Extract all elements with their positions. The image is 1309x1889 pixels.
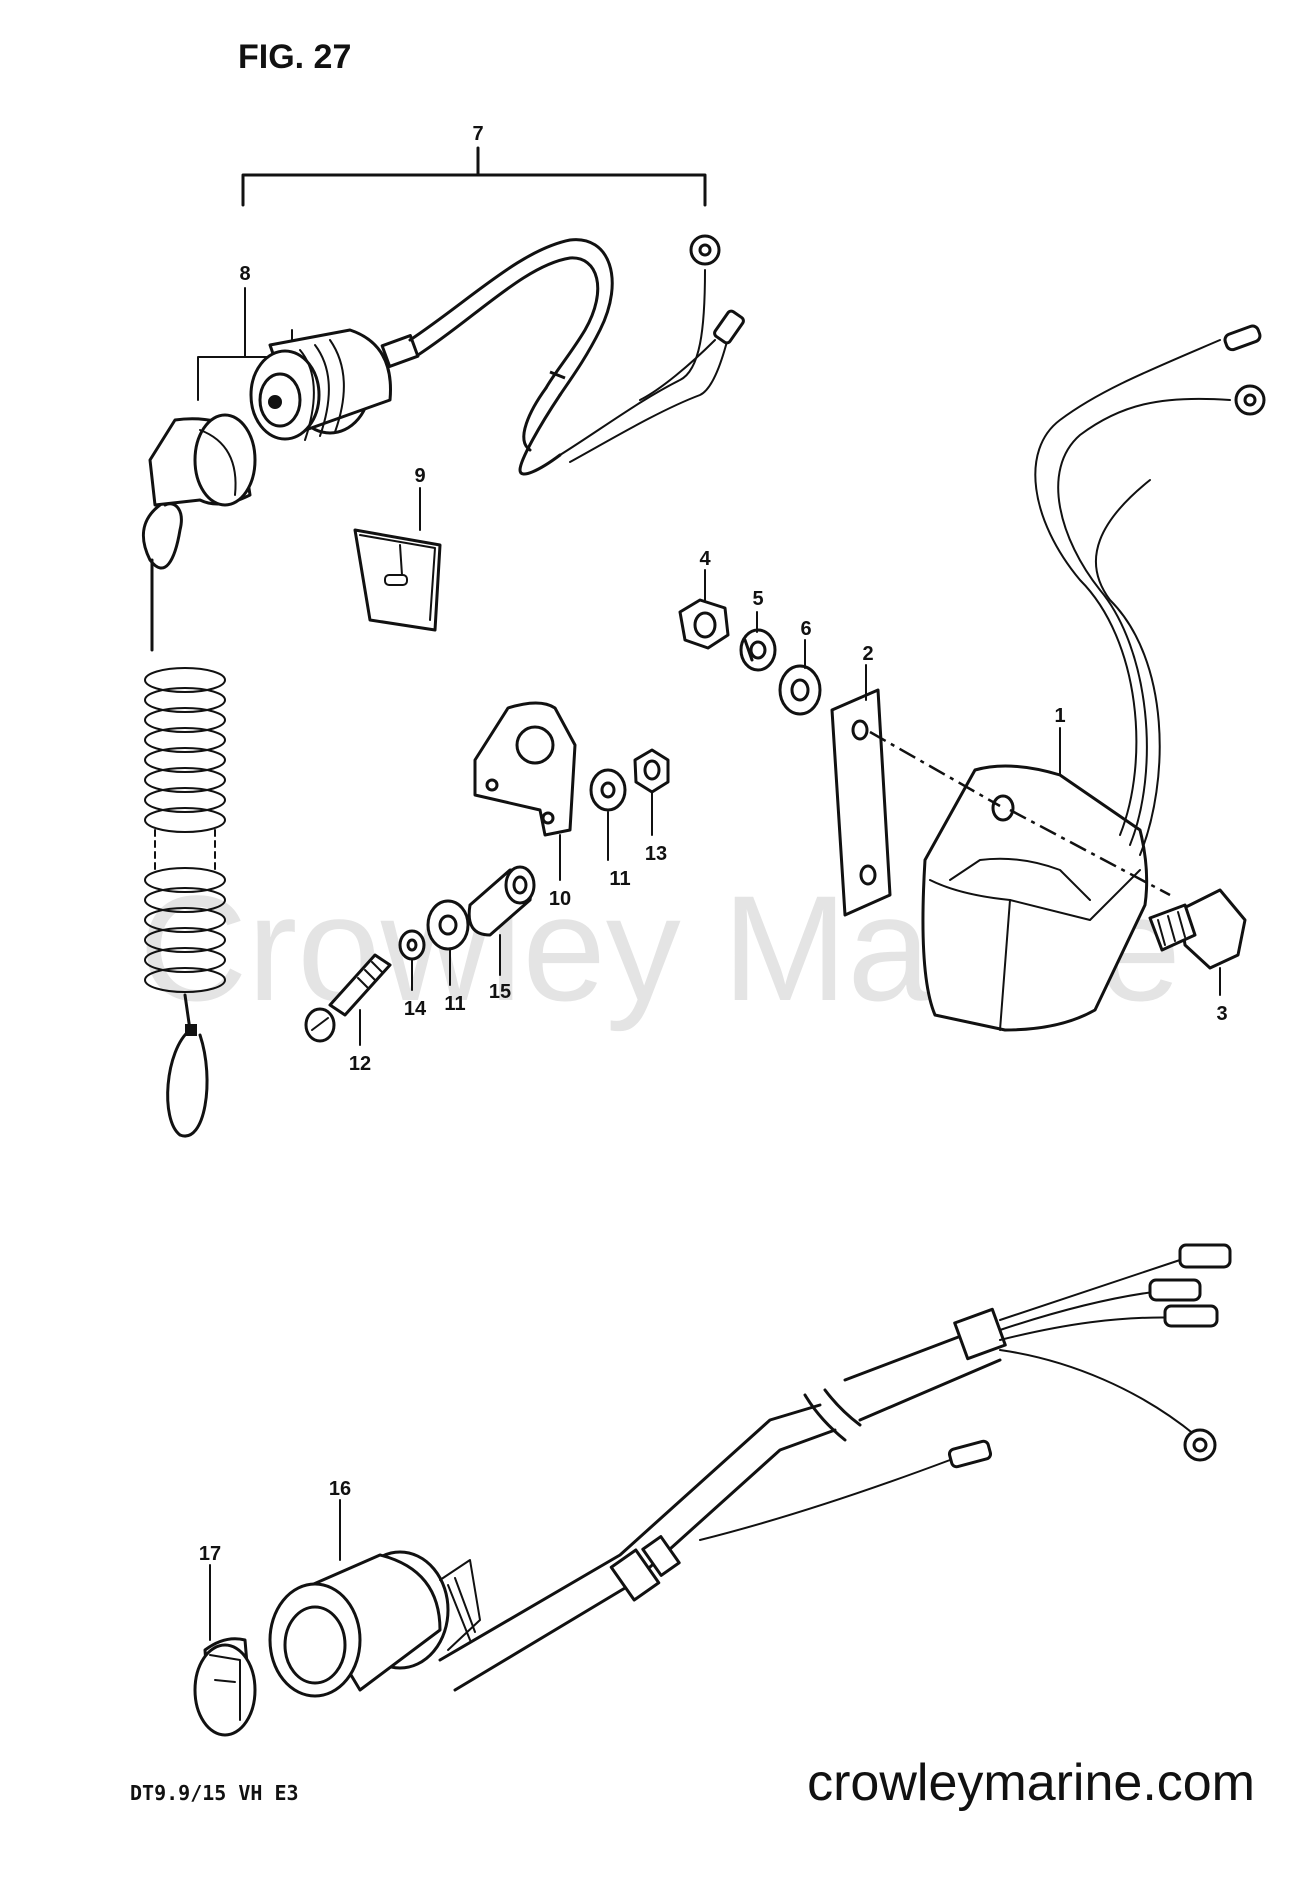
washer-item-11-lower [426, 899, 470, 951]
bracket-plate-item-10 [473, 701, 577, 837]
callout-11-upper: 11 [609, 868, 630, 890]
bracket-strip-item-2 [830, 688, 892, 917]
washer-item-11-upper [589, 768, 627, 812]
callouts: 1 2 3 4 5 6 7 8 9 10 11 11 12 13 14 15 1… [199, 123, 1228, 1565]
stop-switch-assembly [249, 234, 745, 476]
callout-8: 8 [239, 263, 250, 285]
coiled-lanyard [144, 667, 226, 993]
site-url: crowleymarine.com [807, 1754, 1255, 1812]
callout-7: 7 [472, 123, 483, 145]
callout-9: 9 [414, 465, 425, 487]
callout-6: 6 [800, 618, 811, 640]
plate-item-9 [353, 528, 442, 632]
bolt-item-3 [1148, 888, 1247, 970]
washer-item-6 [778, 664, 822, 716]
alignment-line-2-1 [869, 730, 1001, 808]
lock-washer-item-5 [739, 628, 777, 672]
screw-item-12 [304, 953, 392, 1043]
lock-washer-item-14 [398, 929, 426, 961]
alignment-line-1-3 [1009, 808, 1171, 897]
callout-14: 14 [404, 998, 427, 1020]
callout-11-lower: 11 [444, 993, 465, 1015]
callout-15: 15 [489, 981, 511, 1003]
callout-1: 1 [1054, 705, 1065, 727]
callout-13: 13 [645, 843, 667, 865]
callout-3: 3 [1216, 1003, 1227, 1025]
nut-item-13 [633, 748, 670, 794]
collar-item-15 [467, 865, 536, 937]
callout-10: 10 [549, 888, 571, 910]
cap-item-17 [193, 1637, 257, 1737]
callout-16: 16 [329, 1478, 351, 1500]
callout-17: 17 [199, 1543, 221, 1565]
callout-5: 5 [752, 588, 763, 610]
callout-12: 12 [349, 1053, 371, 1075]
stop-switch-cap-lanyard [141, 413, 257, 1138]
switch-harness-item-16 [268, 1243, 1232, 1698]
model-code: DT9.9/15 VH E3 [130, 1781, 299, 1805]
callout-2: 2 [862, 643, 873, 665]
bracket-item-7 [241, 146, 707, 207]
hex-nut-item-4 [678, 598, 730, 650]
control-unit-item-1 [921, 324, 1266, 1032]
callout-4: 4 [699, 548, 711, 570]
leader-lines [209, 487, 1221, 1641]
figure-title: FIG. 27 [238, 38, 351, 76]
